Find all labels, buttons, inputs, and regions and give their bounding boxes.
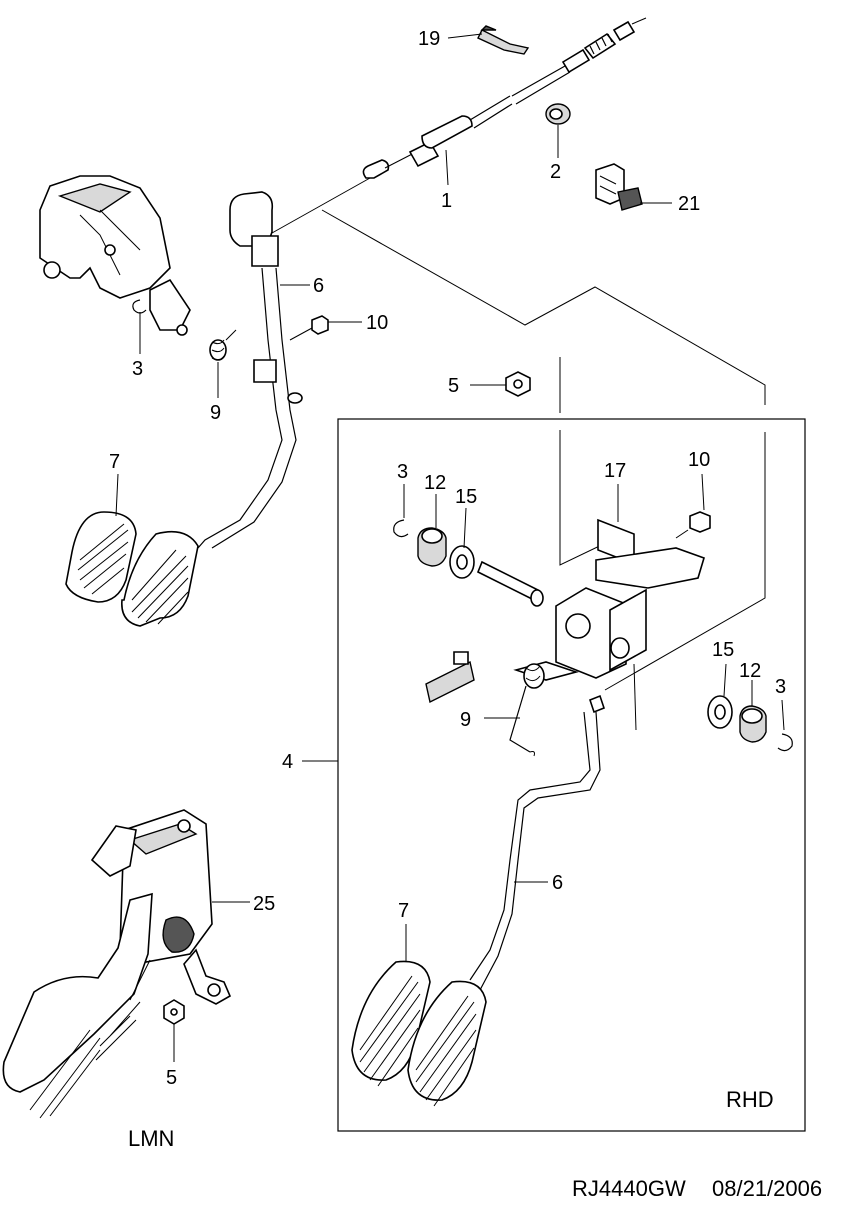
callout-5-lmn: 5: [166, 1067, 177, 1089]
cable-assembly: [271, 17, 647, 234]
callout-5-upper: 5: [448, 375, 459, 397]
bolt-part-10-upper: [289, 315, 329, 341]
callout-15-rhd-right: 15: [712, 639, 734, 661]
leader-cross-lines: [321, 209, 766, 691]
pedal-shaft: [476, 560, 544, 607]
drawing-number: RJ4440GW: [572, 1176, 686, 1201]
nut-part-5-lmn: [163, 999, 185, 1025]
callout-4: 4: [282, 751, 293, 773]
pin-rod: [633, 663, 637, 731]
bolt-part-10-rhd: [675, 511, 711, 539]
callout-12-rhd-left: 12: [424, 472, 446, 494]
clip-part-3-rhd-left: [393, 519, 409, 538]
nut-part-5-upper: [505, 371, 531, 397]
clip-part-3-upper: [132, 299, 147, 314]
rhd-label: RHD: [726, 1087, 774, 1112]
lmn-label: LMN: [128, 1126, 174, 1151]
callout-6-upper: 6: [313, 275, 324, 297]
callout-9-rhd: 9: [460, 709, 471, 731]
washer-part-15-rhd-right: [707, 695, 733, 729]
callout-9-upper: 9: [210, 402, 221, 424]
callout-1: 1: [441, 190, 452, 212]
grommet-part-2: [545, 103, 571, 125]
callout-7-rhd: 7: [398, 900, 409, 922]
callout-3-upper: 3: [132, 358, 143, 380]
pedal-pad-rhd-left: [351, 960, 431, 1087]
rhd-detail-frame: [337, 418, 806, 1132]
callout-10-upper: 10: [366, 312, 388, 334]
callout-21: 21: [678, 193, 700, 215]
callout-15-rhd-left: 15: [455, 486, 477, 508]
drawing-date: 08/21/2006: [712, 1176, 822, 1201]
callout-10-rhd: 10: [688, 449, 710, 471]
switch-plate: [425, 651, 579, 704]
bracket-part-17: [555, 518, 705, 679]
bushing-part-12-rhd-right: [739, 705, 767, 743]
spring-part-9-upper: [209, 329, 237, 361]
callout-25: 25: [253, 893, 275, 915]
pedal-pad-rhd-right: [407, 980, 487, 1107]
pedal-bracket-left: [39, 175, 191, 336]
bushing-part-12-rhd-left: [417, 527, 447, 567]
connector-part-21: [595, 163, 643, 211]
clip-part-19: [477, 25, 530, 55]
pedal-pad-upper-left: [65, 511, 137, 603]
callout-6-rhd: 6: [552, 872, 563, 894]
clip-part-3-rhd-right: [777, 733, 793, 752]
pedal-lever-upper: [197, 191, 303, 549]
callout-19: 19: [418, 28, 440, 50]
pedal-lever-rhd: [469, 694, 605, 991]
pedal-pad-upper-right: [121, 530, 199, 627]
washer-part-15-rhd-left: [449, 545, 475, 579]
callout-2: 2: [550, 161, 561, 183]
callout-12-rhd-right: 12: [739, 660, 761, 682]
electronic-accelerator-pedal: [2, 809, 232, 1119]
callout-3-rhd-left: 3: [397, 461, 408, 483]
spring-part-9-rhd: [509, 663, 545, 757]
leader-lines: [115, 33, 785, 1062]
callout-3-rhd-right: 3: [775, 676, 786, 698]
callout-17: 17: [604, 460, 626, 482]
callout-7-upper: 7: [109, 451, 120, 473]
